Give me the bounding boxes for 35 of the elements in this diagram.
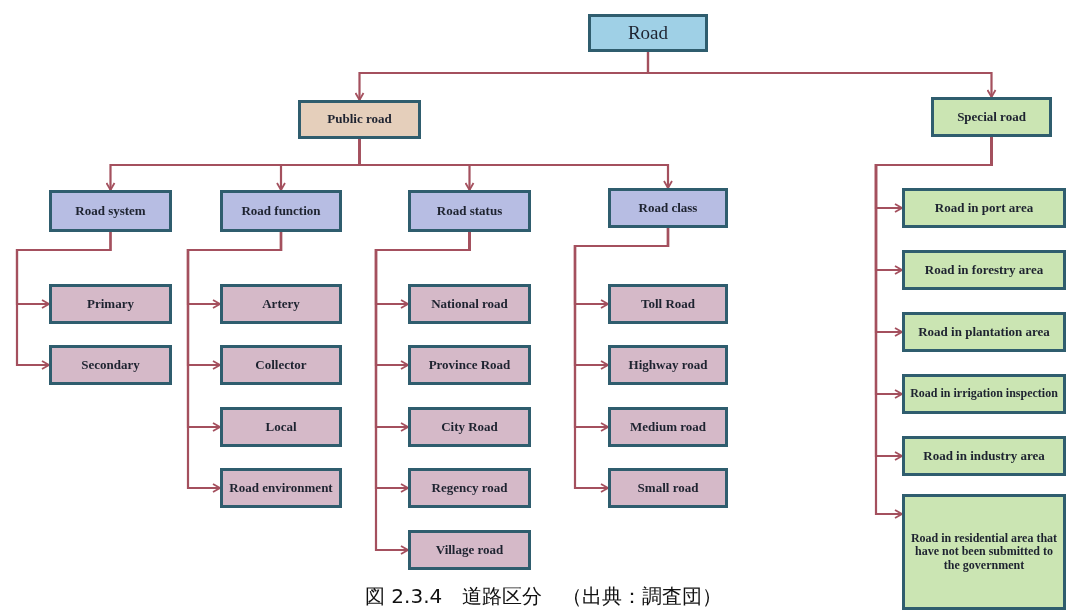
category-box: Toll Road: [608, 284, 728, 324]
category-box: Road in irrigation inspection: [902, 374, 1066, 414]
arrow: [374, 232, 471, 555]
category-box: Road in plantation area: [902, 312, 1066, 352]
category-box: Road system: [49, 190, 172, 232]
category-box: Road in industry area: [902, 436, 1066, 476]
category-box: Village road: [408, 530, 531, 570]
arrow: [15, 232, 112, 370]
category-box: National road: [408, 284, 531, 324]
category-box: Public road: [298, 100, 421, 139]
category-box: Local: [220, 407, 342, 447]
category-box: Regency road: [408, 468, 531, 508]
category-box: Secondary: [49, 345, 172, 385]
category-box: Artery: [220, 284, 342, 324]
category-box: Road in residential area that have not been submitted to the government: [902, 494, 1066, 610]
category-box: Road in forestry area: [902, 250, 1066, 290]
figure-caption: 図 2.3.4 道路区分 （出典：調査団）: [365, 583, 723, 610]
arrow: [573, 228, 670, 493]
category-box: City Road: [408, 407, 531, 447]
arrow: [358, 139, 673, 189]
category-box: Medium road: [608, 407, 728, 447]
category-box: Highway road: [608, 345, 728, 385]
category-box: Special road: [931, 97, 1052, 137]
category-box: Province Road: [408, 345, 531, 385]
category-box: Road status: [408, 190, 531, 232]
category-box: Road environment: [220, 468, 342, 508]
arrow: [646, 52, 997, 98]
category-box: Road: [588, 14, 708, 52]
category-box: Small road: [608, 468, 728, 508]
category-box: Road function: [220, 190, 342, 232]
category-box: Collector: [220, 345, 342, 385]
arrow: [186, 232, 283, 493]
category-box: Road in port area: [902, 188, 1066, 228]
category-box: Road class: [608, 188, 728, 228]
category-box: Primary: [49, 284, 172, 324]
